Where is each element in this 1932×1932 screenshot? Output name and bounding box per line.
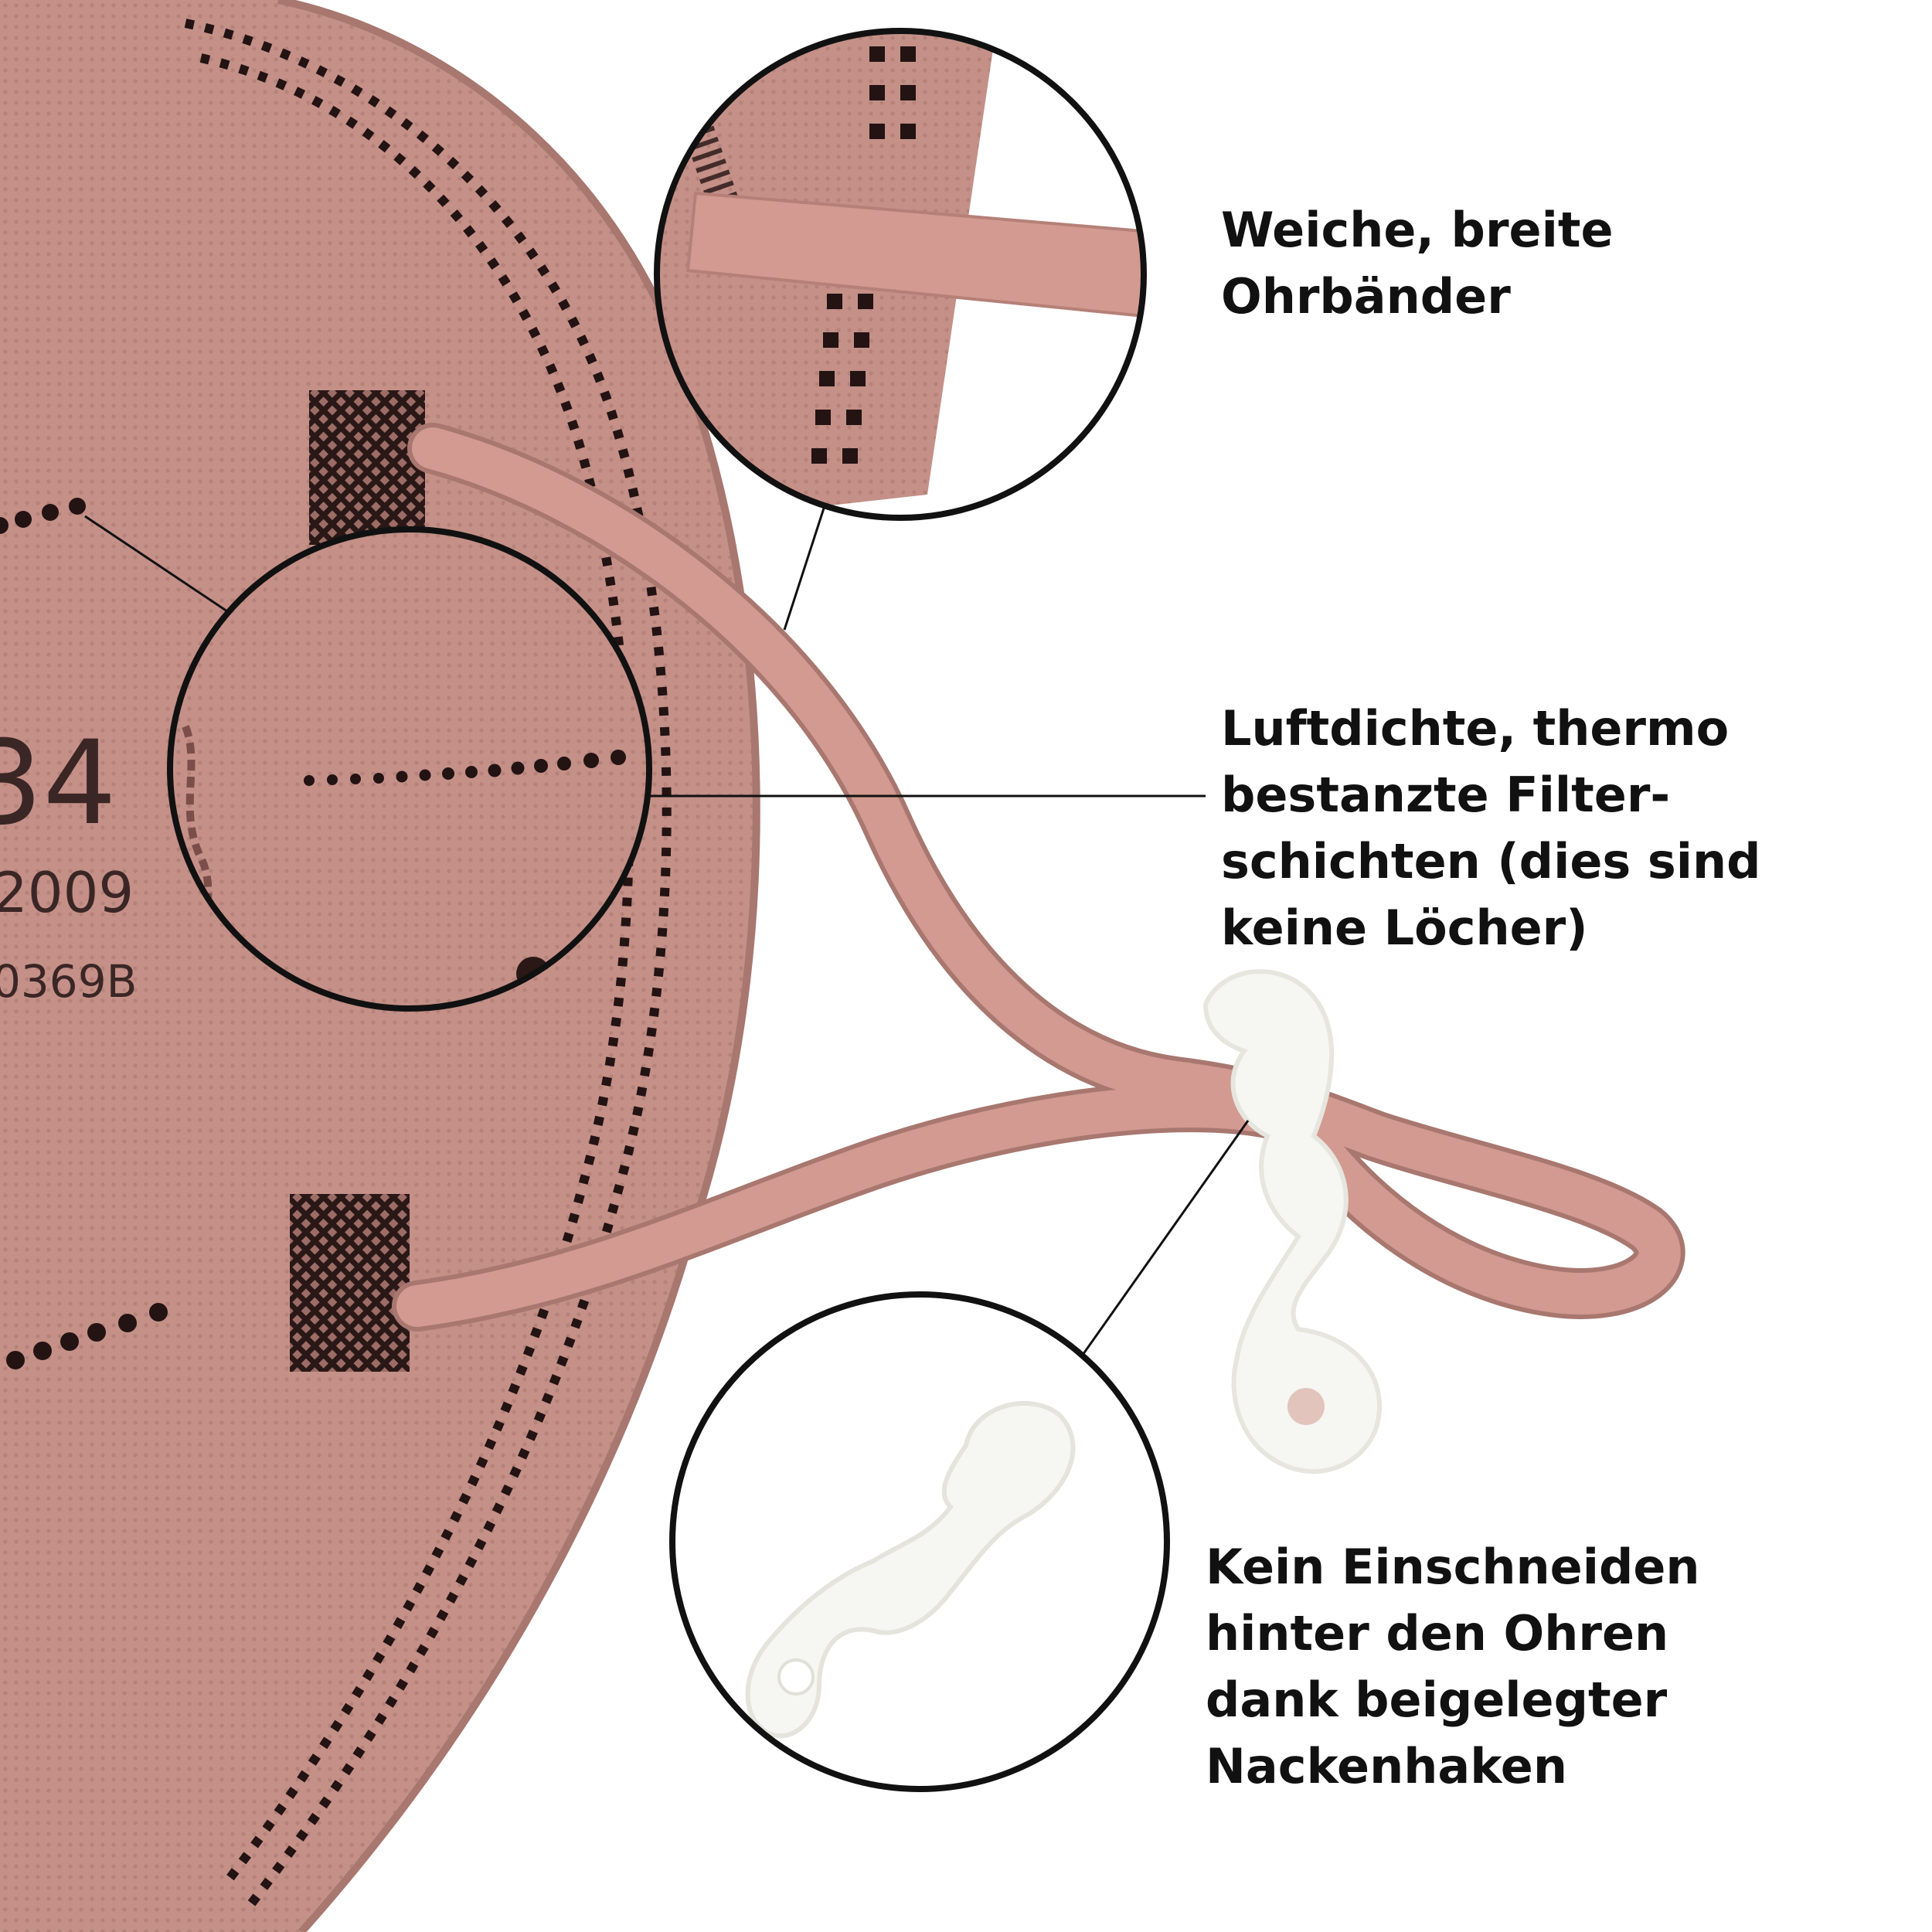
leader-lines [84,486,1250,1384]
callout-neck-hook: Kein Einschneiden hinter den Ohren dank … [1206,1534,1700,1800]
callout-line: Ohrbänder [1221,268,1511,325]
callout-line: hinter den Ohren [1206,1605,1669,1662]
callout-line: schichten (dies sind [1221,833,1761,889]
callout-line: keine Löcher) [1221,900,1588,956]
lower-weld-patch [290,1194,410,1372]
callout-line: bestanzte Filter- [1221,767,1671,823]
mask-print-year: 2009 [0,860,134,925]
neck-hook [1202,969,1382,1474]
ear-strap [392,423,1685,1332]
leader-ear-straps [783,486,832,631]
mask-print-code: 0369B [0,955,137,1008]
mask-print-model: 34 [0,716,117,851]
zoom-filter-detail [167,526,652,1012]
callout-line: Weiche, breite [1221,202,1614,258]
callout-line: Luftdichte, thermo [1221,700,1730,757]
callout-line: dank beigelegter [1206,1672,1668,1728]
callout-filter-layers: Luftdichte, thermo bestanzte Filter- sch… [1221,696,1761,961]
leader-neck-hook [1061,1120,1250,1384]
leader-filter-dots [84,515,233,616]
callout-line: Kein Einschneiden [1206,1539,1700,1595]
zoom-neck-hook-detail [669,1291,1170,1792]
upper-weld-patch [309,390,425,545]
zoom-ear-strap-detail [654,28,1147,521]
callout-ear-straps: Weiche, breite Ohrbänder [1221,197,1614,330]
callout-line: Nackenhaken [1206,1738,1567,1794]
